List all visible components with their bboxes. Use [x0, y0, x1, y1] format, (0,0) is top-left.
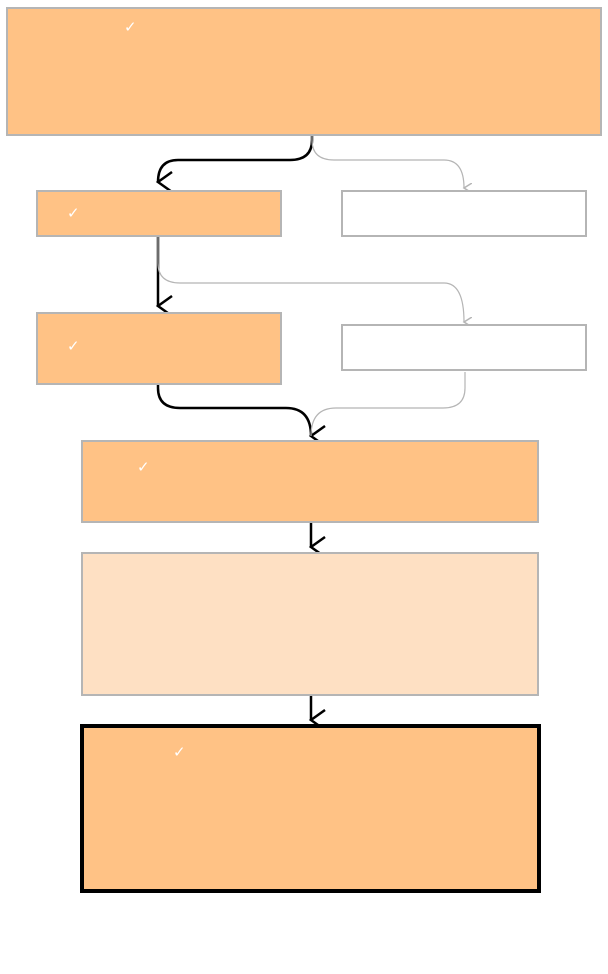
check-icon: ✓ — [173, 743, 186, 761]
step-2-right-box — [341, 190, 587, 237]
path-not-taken-2-to-3-right — [157, 237, 464, 322]
step-4-box: ✓ — [81, 440, 539, 523]
path-taken-3-left-to-4 — [156, 385, 311, 436]
check-icon: ✓ — [124, 18, 137, 36]
check-icon: ✓ — [67, 204, 80, 222]
step-1-box: ✓ — [6, 7, 602, 136]
step-3-left-box: ✓ — [36, 312, 282, 385]
path-not-taken-1-to-2-right — [311, 136, 464, 188]
step-5-box — [81, 552, 539, 696]
path-not-taken-3-right-to-4 — [310, 372, 466, 437]
step-3-right-box — [341, 324, 587, 371]
check-icon: ✓ — [67, 337, 80, 355]
step-2-left-box: ✓ — [36, 190, 282, 237]
path-taken-1-to-2-left — [158, 136, 314, 182]
step-6-final-box: ✓ — [80, 724, 541, 893]
check-icon: ✓ — [137, 458, 150, 476]
